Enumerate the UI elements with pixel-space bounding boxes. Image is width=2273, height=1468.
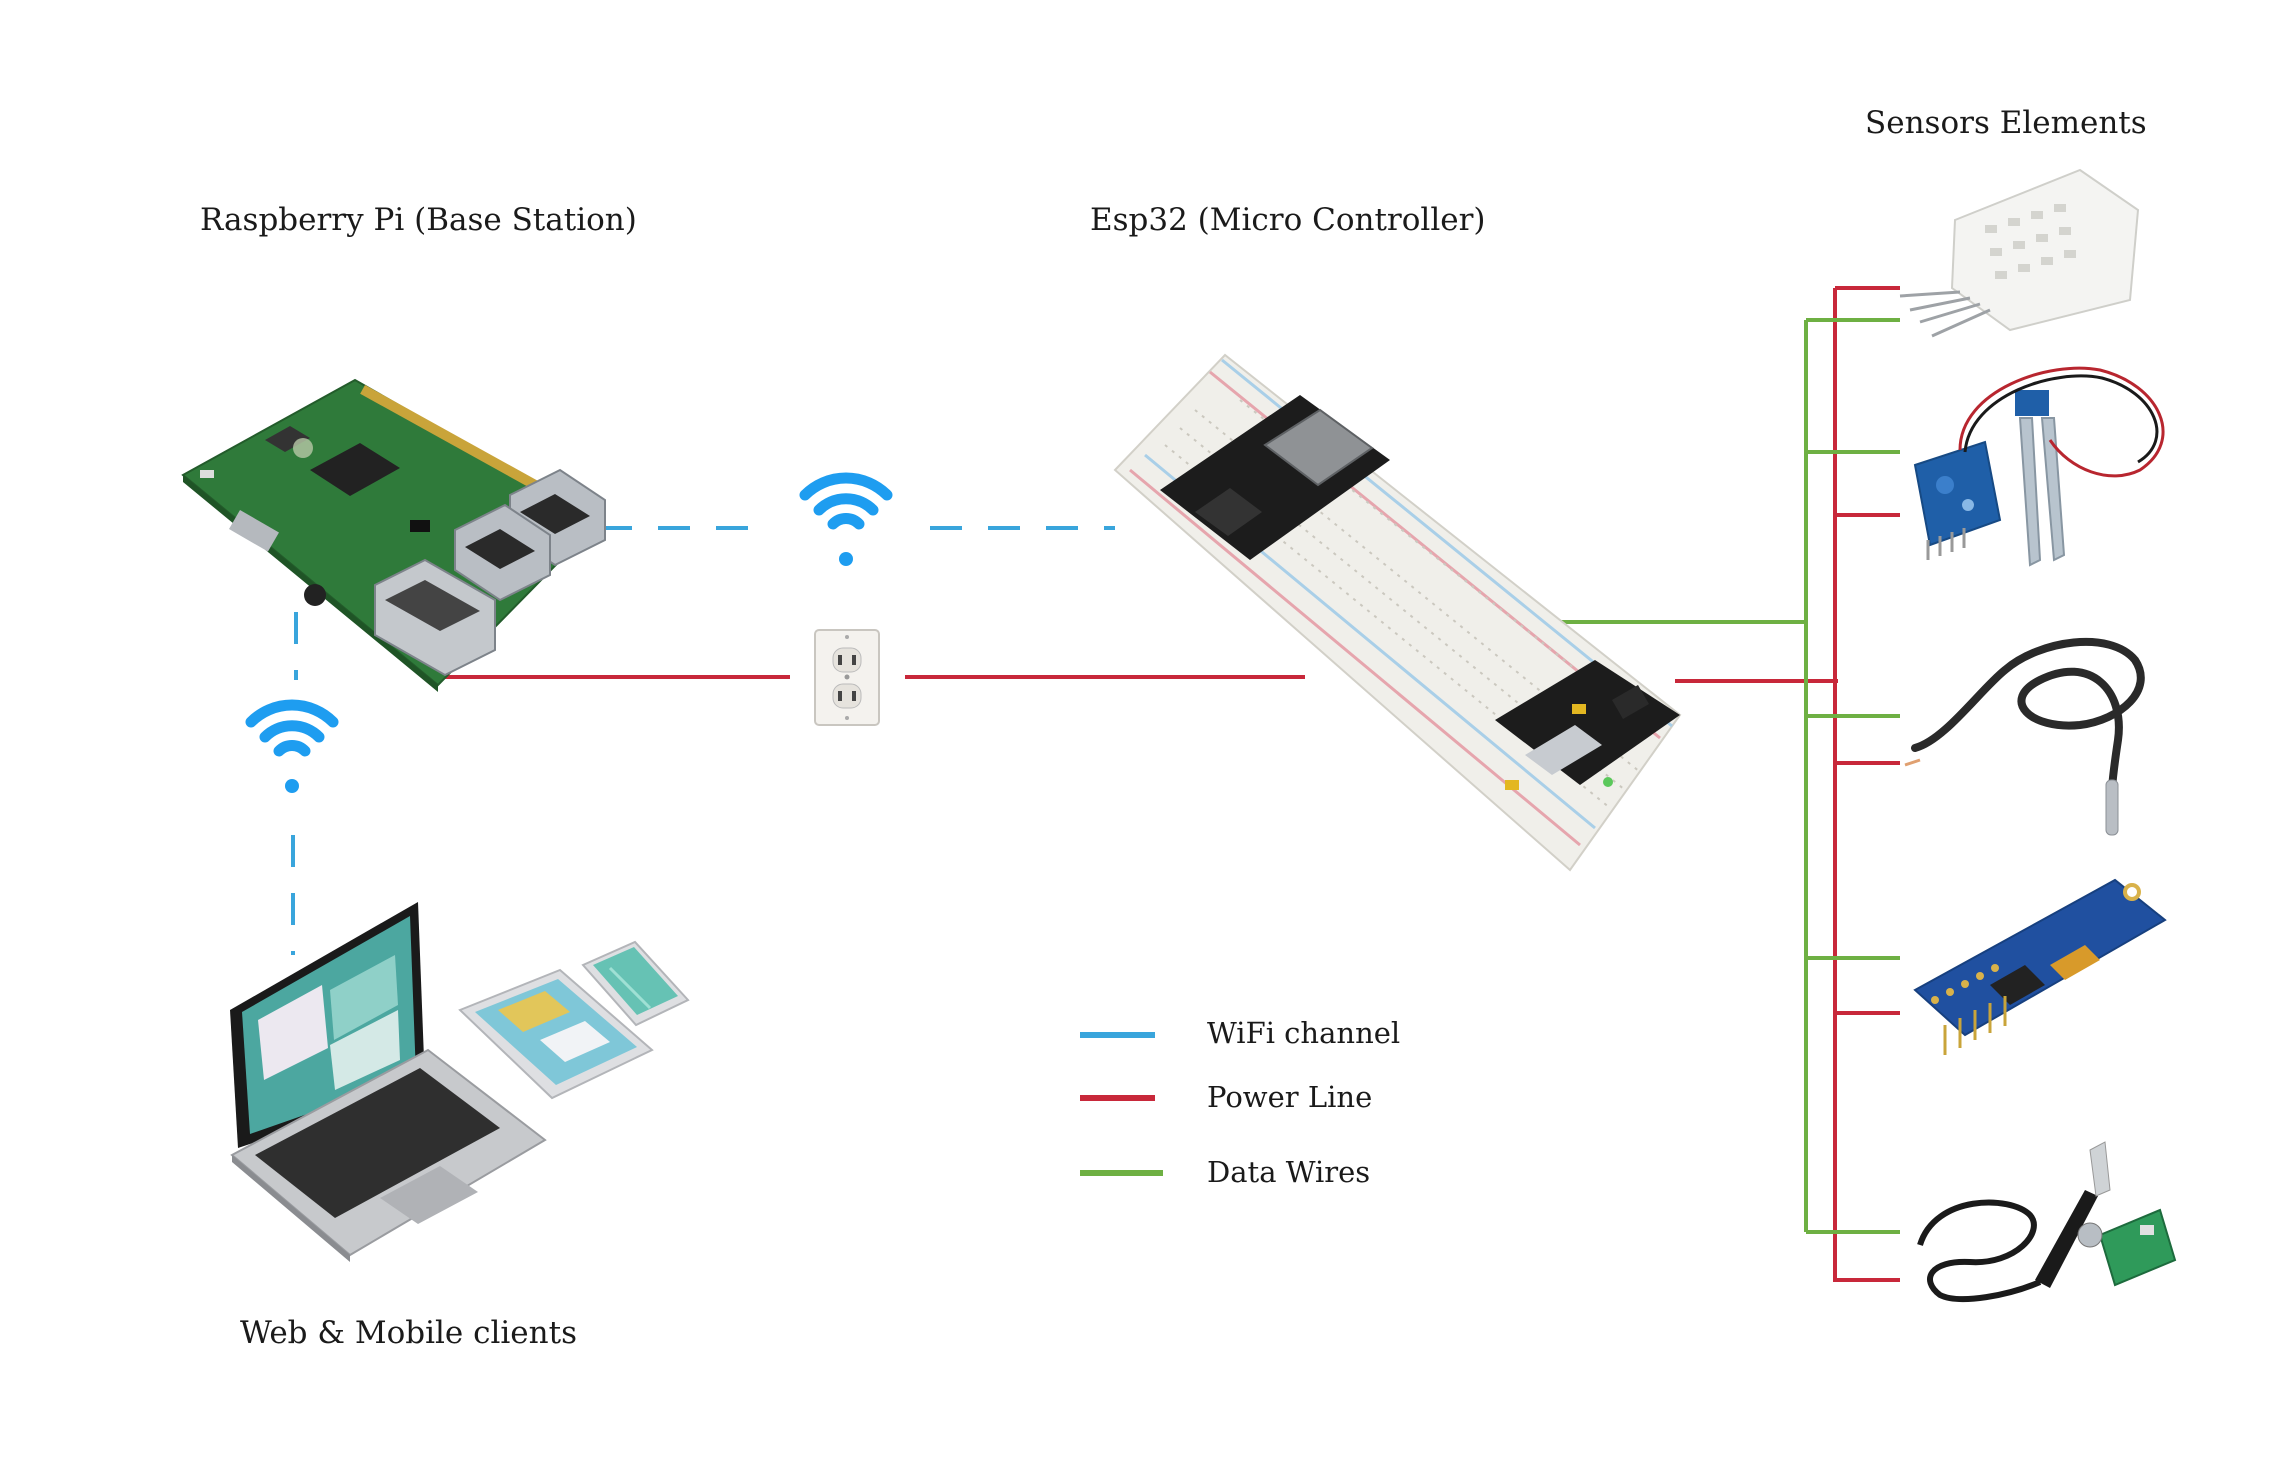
wifi-icon (799, 472, 893, 566)
legend-label-wifi: WiFi channel (1207, 1016, 1401, 1050)
esp32-breadboard-icon (1113, 353, 1682, 872)
legend-label-power: Power Line (1207, 1080, 1373, 1114)
temperature-humidity-sensor-icon (1899, 168, 2140, 338)
light-sensor-module-icon (1913, 878, 2167, 1055)
wifi-links (291, 526, 1115, 955)
wall-outlet-icon (814, 629, 880, 726)
raspberry-pi-board-icon (181, 378, 606, 692)
wifi-icon (245, 699, 339, 793)
phone-icon (581, 940, 690, 1027)
temperature-probe-icon (1904, 637, 2145, 836)
soil-moisture-sensor-icon (1913, 366, 2165, 567)
label-raspberry-pi: Raspberry Pi (Base Station) (200, 202, 637, 238)
label-sensors: Sensors Elements (1865, 105, 2147, 141)
laptop-icon (230, 902, 547, 1262)
tablet-icon (458, 968, 654, 1100)
data-wires (1560, 318, 1900, 1234)
ph-sensor-icon (1917, 1141, 2177, 1303)
label-esp32: Esp32 (Micro Controller) (1090, 202, 1486, 238)
legend-label-data: Data Wires (1207, 1155, 1371, 1189)
legend (1080, 1032, 1163, 1176)
label-clients: Web & Mobile clients (240, 1315, 577, 1351)
